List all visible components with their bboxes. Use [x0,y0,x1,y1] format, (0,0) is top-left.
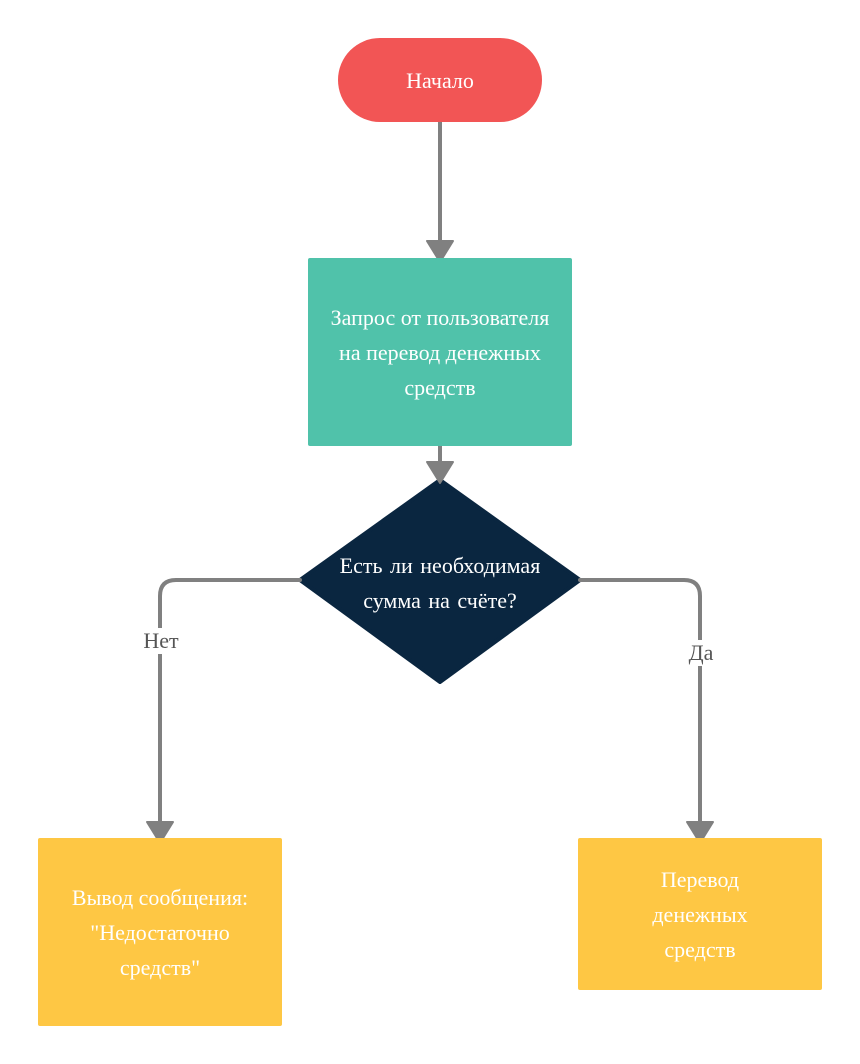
branch-no-label: Нет [134,628,188,654]
arrowhead-decision [426,461,454,484]
start-terminator[interactable]: Начало [338,38,542,122]
arrowhead-error [146,821,174,844]
transfer-label: Перевод денежных средств [652,866,748,962]
request-process-box[interactable]: Запрос от пользователя на перевод денежн… [308,258,572,446]
request-label: Запрос от пользователя на перевод денежн… [330,304,550,400]
decision-label-container: Есть ли необходимая сумма на счёте? [320,528,560,638]
error-output-label: Вывод сообщения: "Недостаточно средств" [71,884,249,980]
decision-label: Есть ли необходимая сумма на счёте? [339,553,541,613]
transfer-output-box[interactable]: Перевод денежных средств [578,838,822,990]
arrowhead-request [426,240,454,263]
branch-yes-label: Да [678,640,724,666]
error-message-output-box[interactable]: Вывод сообщения: "Недостаточно средств" [38,838,282,1026]
start-label: Начало [406,67,474,93]
arrowhead-transfer [686,821,714,844]
connector-decision-to-transfer [578,578,702,826]
connector-decision-to-error [158,578,302,826]
decision-diamond[interactable] [298,478,582,684]
